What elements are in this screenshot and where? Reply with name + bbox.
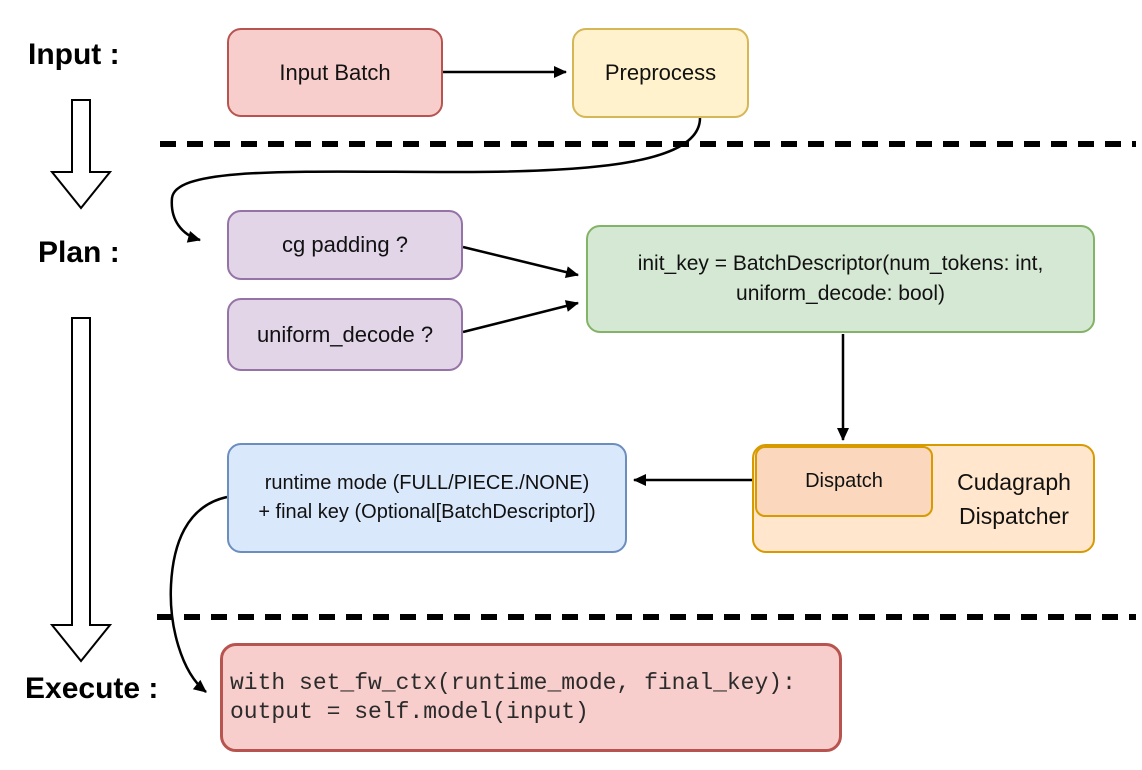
node-init-key: init_key = BatchDescriptor(num_tokens: i…: [586, 225, 1095, 333]
edge-cgpadding-initkey: [462, 245, 579, 278]
edge-uniformdecode-initkey: [462, 300, 579, 334]
section-label-plan: Plan :: [38, 236, 120, 269]
node-execute-code: with set_fw_ctx(runtime_mode, final_key)…: [220, 643, 842, 752]
node-uniform-decode: uniform_decode ?: [227, 298, 463, 371]
node-uniform-decode-label: uniform_decode ?: [256, 321, 434, 347]
cudagraph-label-line2: Dispatcher: [959, 502, 1069, 529]
edge-runtimemode-executecode: [169, 495, 228, 693]
node-input-batch-label: Input Batch: [279, 59, 391, 85]
node-init-key-line2: uniform_decode: bool): [736, 282, 945, 305]
node-runtime-mode-line2: + final key (Optional[BatchDescriptor]): [258, 501, 596, 523]
node-cudagraph-dispatcher-label: Cudagraph Dispatcher: [933, 444, 1095, 553]
input-to-plan-arrow: [49, 99, 113, 210]
node-runtime-mode: runtime mode (FULL/PIECE./NONE) + final …: [227, 443, 627, 553]
cudagraph-label-line1: Cudagraph: [957, 468, 1071, 495]
execute-code-line2: output = self.model(input): [230, 698, 589, 725]
node-init-key-line1: init_key = BatchDescriptor(num_tokens: i…: [637, 252, 1044, 275]
execute-code-line1: with set_fw_ctx(runtime_mode, final_key)…: [230, 669, 796, 696]
node-cg-padding: cg padding ?: [227, 210, 463, 280]
node-input-batch: Input Batch: [227, 28, 443, 117]
node-dispatch-label: Dispatch: [805, 470, 883, 492]
node-runtime-mode-line1: runtime mode (FULL/PIECE./NONE): [264, 472, 590, 494]
node-dispatch: Dispatch: [755, 446, 933, 517]
node-preprocess-label: Preprocess: [604, 60, 717, 86]
section-label-execute: Execute :: [25, 672, 159, 705]
node-cg-padding-label: cg padding ?: [282, 232, 408, 258]
node-preprocess: Preprocess: [572, 28, 749, 118]
plan-to-execute-arrow: [49, 317, 113, 663]
section-label-input: Input :: [28, 38, 120, 71]
